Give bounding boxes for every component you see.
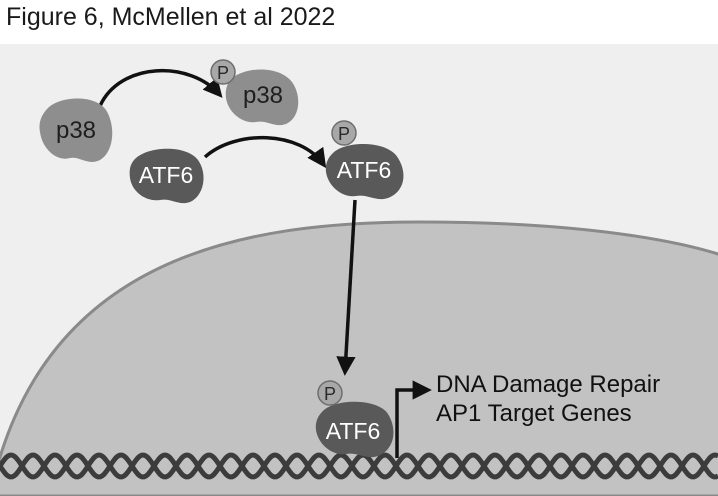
p38-blob (39, 98, 113, 162)
phospho-p38-blob (225, 69, 299, 126)
phospho-atf6-blob-cytoplasm (325, 143, 404, 200)
pathway-diagram: p38 P p38 ATF6 P ATF6 (0, 59, 718, 496)
phosphate-label: P (217, 63, 229, 83)
phospho-p38-label: p38 (243, 82, 283, 109)
figure-caption: Figure 6, McMellen et al 2022 (6, 3, 336, 31)
phosphate-label-cytoplasm: P (338, 124, 350, 144)
target-genes-line-1: DNA Damage Repair (436, 371, 660, 398)
phospho-atf6-label-cytoplasm: ATF6 (337, 157, 392, 183)
phospho-atf6-protein-nucleus: P ATF6 (315, 380, 394, 458)
p38-protein: p38 (39, 98, 113, 162)
diagram-panel: p38 P p38 ATF6 P ATF6 (0, 44, 718, 496)
phospho-atf6-protein-cytoplasm: P ATF6 (325, 120, 404, 200)
phospho-p38-protein: P p38 (210, 59, 299, 126)
dna-strand-b (0, 452, 718, 480)
phosphate-group-icon-nucleus (317, 380, 343, 406)
phosphorylation-arrow-p38 (98, 68, 223, 107)
nuclear-translocation-arrow (336, 199, 357, 376)
dna-strand-a (0, 452, 718, 480)
phosphate-group-icon (210, 59, 236, 85)
caption-bar: Figure 6, McMellen et al 2022 (0, 0, 718, 44)
phosphorylation-arrow-atf6 (203, 135, 327, 169)
phosphate-group-icon-cytoplasm (331, 120, 357, 146)
dna-double-helix (0, 452, 718, 480)
target-genes-line-2: AP1 Target Genes (436, 400, 632, 427)
nucleus (0, 220, 718, 496)
atf6-label: ATF6 (139, 162, 194, 188)
phospho-atf6-blob-nucleus (315, 401, 394, 458)
phospho-atf6-label-nucleus: ATF6 (326, 418, 381, 444)
atf6-protein: ATF6 (129, 148, 204, 204)
phosphate-label-nucleus: P (324, 384, 336, 404)
transcription-start-arrow (395, 380, 432, 458)
p38-label: p38 (56, 117, 96, 144)
atf6-blob (129, 148, 204, 204)
